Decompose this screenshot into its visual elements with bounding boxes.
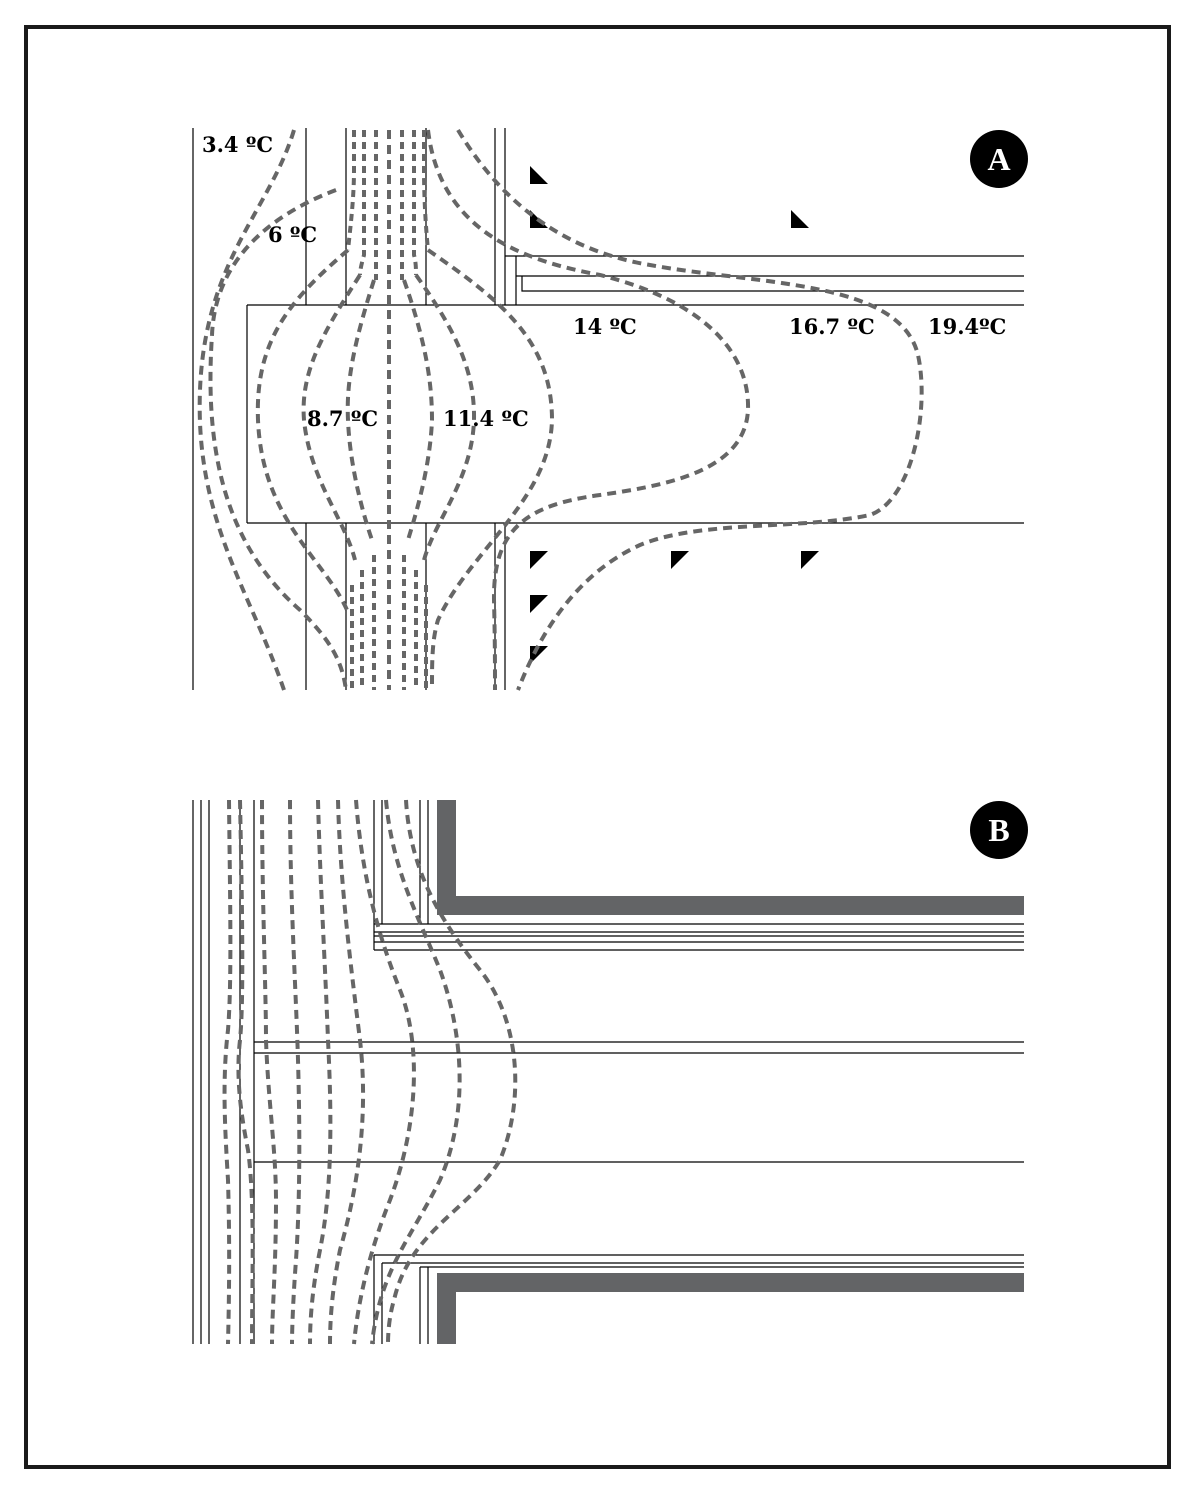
flow-arrow-icon <box>530 595 548 613</box>
flow-arrow-icon <box>671 551 689 569</box>
panel-b-isotherms <box>222 799 518 1345</box>
flow-arrow-icon <box>791 210 809 228</box>
flow-arrow-icon <box>801 551 819 569</box>
panel-b-structure <box>192 800 1024 1344</box>
panel-a: 3.4 ºC 6 ºC 8.7 ºC 11.4 ºC 14 ºC 16.7 ºC… <box>192 128 1028 691</box>
temp-label-14: 14 ºC <box>573 314 637 339</box>
panel-b: B <box>192 799 1028 1345</box>
temp-label-8-7: 8.7 ºC <box>307 406 378 431</box>
temp-label-6: 6 ºC <box>268 222 317 247</box>
temp-label-3-4: 3.4 ºC <box>202 132 273 157</box>
temp-label-16-7: 16.7 ºC <box>789 314 875 339</box>
figure-frame <box>24 25 1171 1469</box>
panel-a-isotherms <box>197 128 924 691</box>
panel-a-flow-markers <box>530 166 819 664</box>
badge-a-label: A <box>987 141 1010 177</box>
panel-b-insulation <box>437 800 1024 1344</box>
badge-a <box>970 130 1028 188</box>
flow-arrow-icon <box>530 551 548 569</box>
temp-label-19-4: 19.4ºC <box>928 314 1006 339</box>
flow-arrow-icon <box>530 646 548 664</box>
flow-arrow-icon <box>530 166 548 184</box>
badge-b <box>970 801 1028 859</box>
panel-a-dense-isotherms <box>346 130 430 690</box>
temp-label-11-4: 11.4 ºC <box>443 406 529 431</box>
badge-b-label: B <box>988 812 1009 848</box>
